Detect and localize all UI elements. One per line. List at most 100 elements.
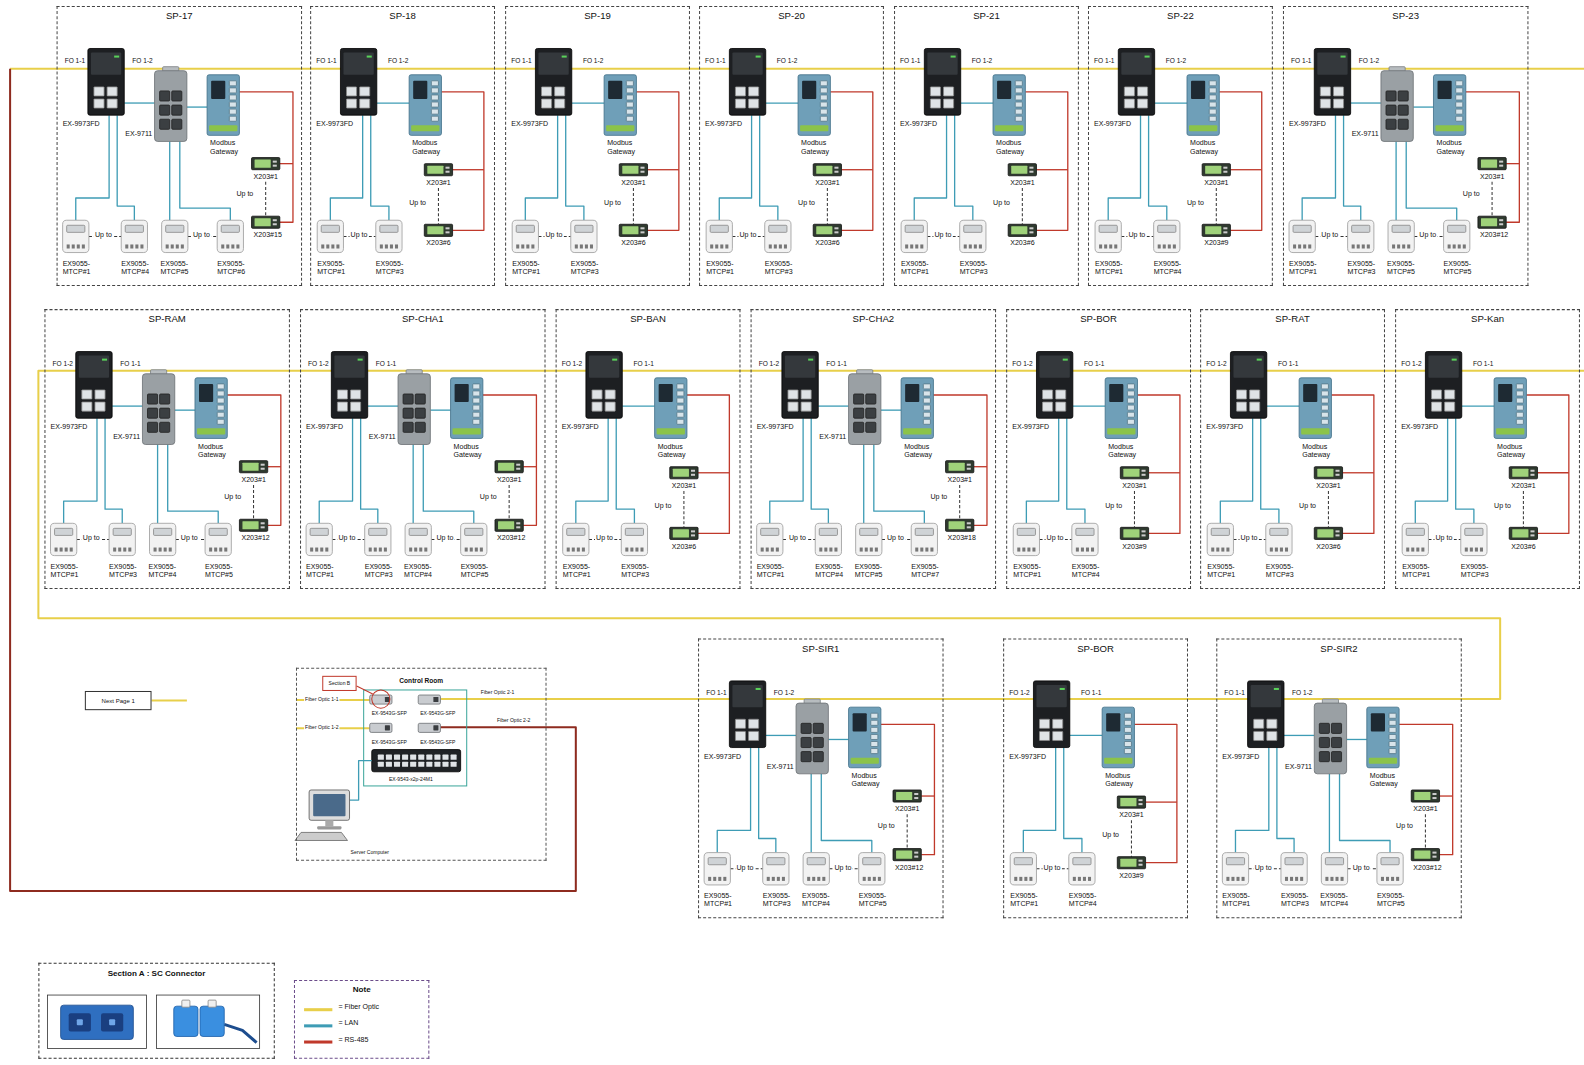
switch-port <box>402 755 408 760</box>
module-terminal <box>1458 244 1461 248</box>
meter-body <box>239 461 267 473</box>
module-body <box>217 220 243 252</box>
status-led <box>612 359 617 361</box>
range-note: Up to <box>544 231 563 239</box>
lan-cable <box>112 405 142 406</box>
switch-port <box>378 755 384 760</box>
meter-button <box>516 522 520 524</box>
meter-button <box>914 797 918 799</box>
gateway-label: Modbus Gateway <box>1104 772 1138 788</box>
module-terminal <box>1325 877 1328 881</box>
fiber-port-label: FO 1-1 <box>705 689 727 697</box>
module-terminal <box>873 877 876 881</box>
gateway-terminal <box>1516 384 1523 389</box>
status-led <box>102 359 107 361</box>
range-note: Up to <box>833 864 852 872</box>
switch-port <box>107 87 117 96</box>
room-title: Control Room <box>398 677 444 685</box>
station-box: SP-RATFO 1-2FO 1-1EX-9973FDModbus Gatewa… <box>1200 309 1385 589</box>
io-module-label: EX9055- MTCP#5 <box>1376 892 1412 908</box>
station-box: SP-CHA1FO 1-2FO 1-1EX-9973FDEX-9711Modbu… <box>300 309 545 589</box>
control-room-equipment <box>295 686 467 841</box>
module-terminal <box>1083 877 1086 881</box>
switch-port <box>351 402 361 411</box>
rs485-cable <box>280 163 293 164</box>
gateway-display <box>211 81 225 99</box>
legend-label: = RS-485 <box>337 1035 369 1043</box>
modbus-gateway-icon <box>207 75 239 136</box>
gateway-body <box>409 75 441 136</box>
module-terminal <box>1295 877 1298 881</box>
switch-port <box>1386 91 1396 101</box>
switch-port <box>1319 723 1329 733</box>
gateway-terminal <box>1321 398 1328 403</box>
module-terminal <box>1168 244 1171 248</box>
range-note: Up to <box>223 493 242 501</box>
meter-body <box>252 158 280 170</box>
switch-label: EX-9973FD <box>1008 753 1047 761</box>
power-meter-icon <box>1117 796 1145 808</box>
io-module-label: EX9055- MTCP#3 <box>959 260 995 276</box>
module-label-plate <box>1465 528 1483 535</box>
range-note: Up to <box>192 231 211 239</box>
module-terminal <box>635 548 638 552</box>
meter-screen <box>255 160 271 168</box>
io-module-icon <box>1321 853 1347 885</box>
switch-port <box>434 755 440 760</box>
legend-label: = LAN <box>337 1019 359 1027</box>
switch-port <box>403 422 413 432</box>
sfp-body <box>418 723 440 732</box>
power-meter-icon <box>239 461 267 473</box>
range-note: Up to <box>1240 534 1259 542</box>
fiber-port-label: FO 1-2 <box>1011 360 1033 368</box>
module-terminal <box>767 877 770 881</box>
switch-port <box>160 105 170 115</box>
switch-body <box>849 374 881 445</box>
station-equipment <box>317 48 484 252</box>
module-terminal <box>516 244 519 248</box>
rs485-cable <box>1230 169 1261 170</box>
switch-label: EX-9973FD <box>62 120 101 128</box>
module-body <box>306 523 332 555</box>
switch-label: EX-9973FD <box>703 753 742 761</box>
gateway-terminal <box>217 419 224 424</box>
station-title: SP-CHA2 <box>852 314 896 325</box>
module-label-plate <box>1226 858 1244 865</box>
meter-button <box>1142 534 1146 536</box>
meter-body <box>1117 796 1145 808</box>
range-note: Up to <box>1352 864 1371 872</box>
range-note: Up to <box>435 534 454 542</box>
gateway-body <box>195 378 227 439</box>
meter-button <box>261 526 265 528</box>
range-dash <box>959 485 960 519</box>
module-terminal <box>380 244 383 248</box>
range-note: Up to <box>1320 231 1339 239</box>
meter-button <box>1029 167 1033 169</box>
range-note: Up to <box>797 199 816 207</box>
module-body <box>317 220 343 252</box>
module-terminal <box>915 244 918 248</box>
switch-port <box>592 390 602 399</box>
module-terminal <box>181 244 184 248</box>
gateway-label: Modbus Gateway <box>209 139 243 155</box>
module-terminal <box>1211 548 1214 552</box>
module-terminal <box>419 548 422 552</box>
module-terminal <box>395 244 398 248</box>
range-dash <box>509 485 510 519</box>
io-module-label: EX9055- MTCP#4 <box>801 892 837 908</box>
station-box: SP-19FO 1-1FO 1-2EX-9973FDModbus Gateway… <box>505 6 690 286</box>
gateway-terminal <box>1124 720 1131 725</box>
switch-port <box>160 408 170 418</box>
io-module-label: EX9055- MTCP#3 <box>1460 563 1496 579</box>
module-body <box>757 523 783 555</box>
switch-port <box>1333 87 1343 96</box>
switch-port <box>386 755 392 760</box>
meter-button <box>1432 797 1436 799</box>
io-module-icon <box>856 523 882 555</box>
fiber-port-label: Fiber Optic 1-2 <box>304 725 339 731</box>
io-module-label: EX9055- MTCP#3 <box>375 260 411 276</box>
fiber-port-label: FO 1-2 <box>1291 689 1313 697</box>
range-note: Up to <box>886 534 905 542</box>
rs485-cable <box>881 724 935 854</box>
module-body <box>121 220 147 252</box>
